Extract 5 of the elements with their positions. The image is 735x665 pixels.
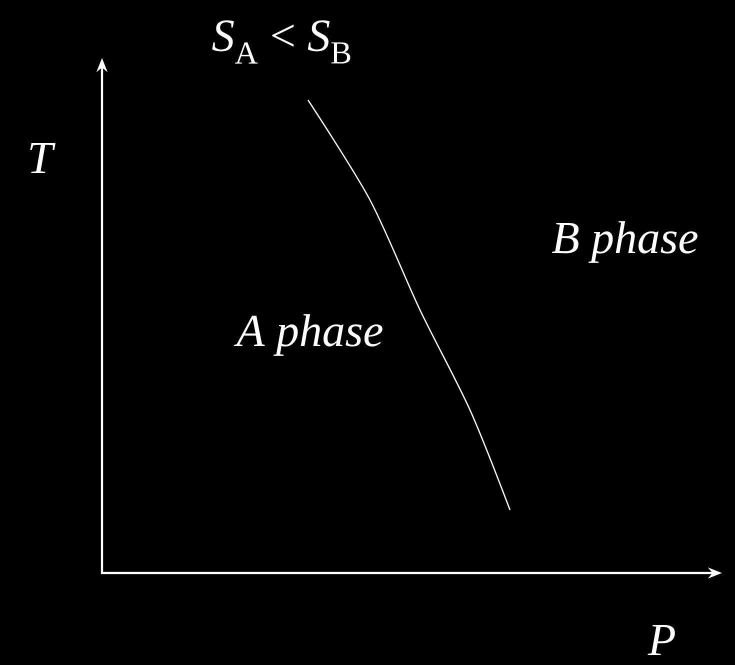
region-label: A phase — [234, 314, 382, 356]
axis-label: T — [30, 142, 56, 174]
axis-label: P — [648, 624, 675, 656]
entropy-relation-label: S$_{A}$ < S$_{B}$ — [212, 20, 350, 64]
region-label: B phase — [552, 221, 698, 263]
